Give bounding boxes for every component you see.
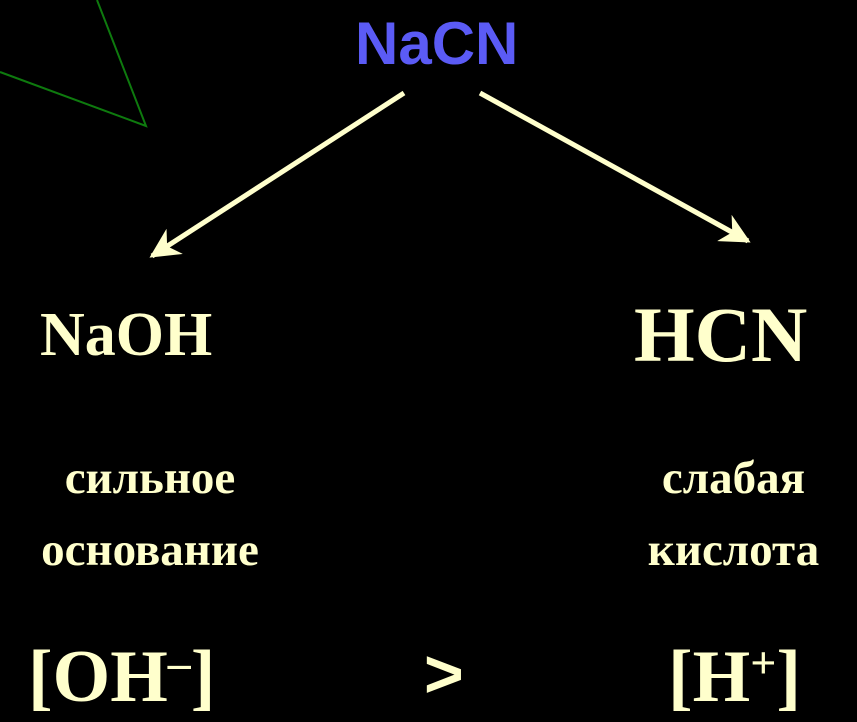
hydroxide-species: OH xyxy=(52,636,168,718)
acid-description-line1: слабая xyxy=(661,452,806,504)
base-description-line2: основание xyxy=(41,524,259,576)
hydrogen-charge: + xyxy=(750,637,777,689)
salt-formula: NaCN xyxy=(355,10,519,77)
comparison-sign: > xyxy=(424,636,464,712)
acid-formula: HCN xyxy=(634,291,808,378)
hydroxide-close-bracket: ] xyxy=(190,636,216,718)
hydroxide-concentration: [OH–] xyxy=(28,640,215,714)
hydrogen-close-bracket: ] xyxy=(776,636,802,718)
acid-description-line2: кислота xyxy=(647,524,820,576)
hydroxide-open-bracket: [ xyxy=(28,636,53,718)
base-formula: NaOH xyxy=(40,301,213,369)
hydrogen-open-bracket: [ xyxy=(668,636,693,718)
hydrogen-species: H xyxy=(692,636,751,718)
arrow-to-base xyxy=(149,90,406,259)
decorative-triangle-line xyxy=(0,0,148,128)
hydroxide-charge: – xyxy=(167,637,191,689)
hydrogen-concentration: [H+] xyxy=(668,640,801,714)
base-description-line1: сильное xyxy=(64,452,236,504)
arrow-to-acid xyxy=(478,90,751,244)
